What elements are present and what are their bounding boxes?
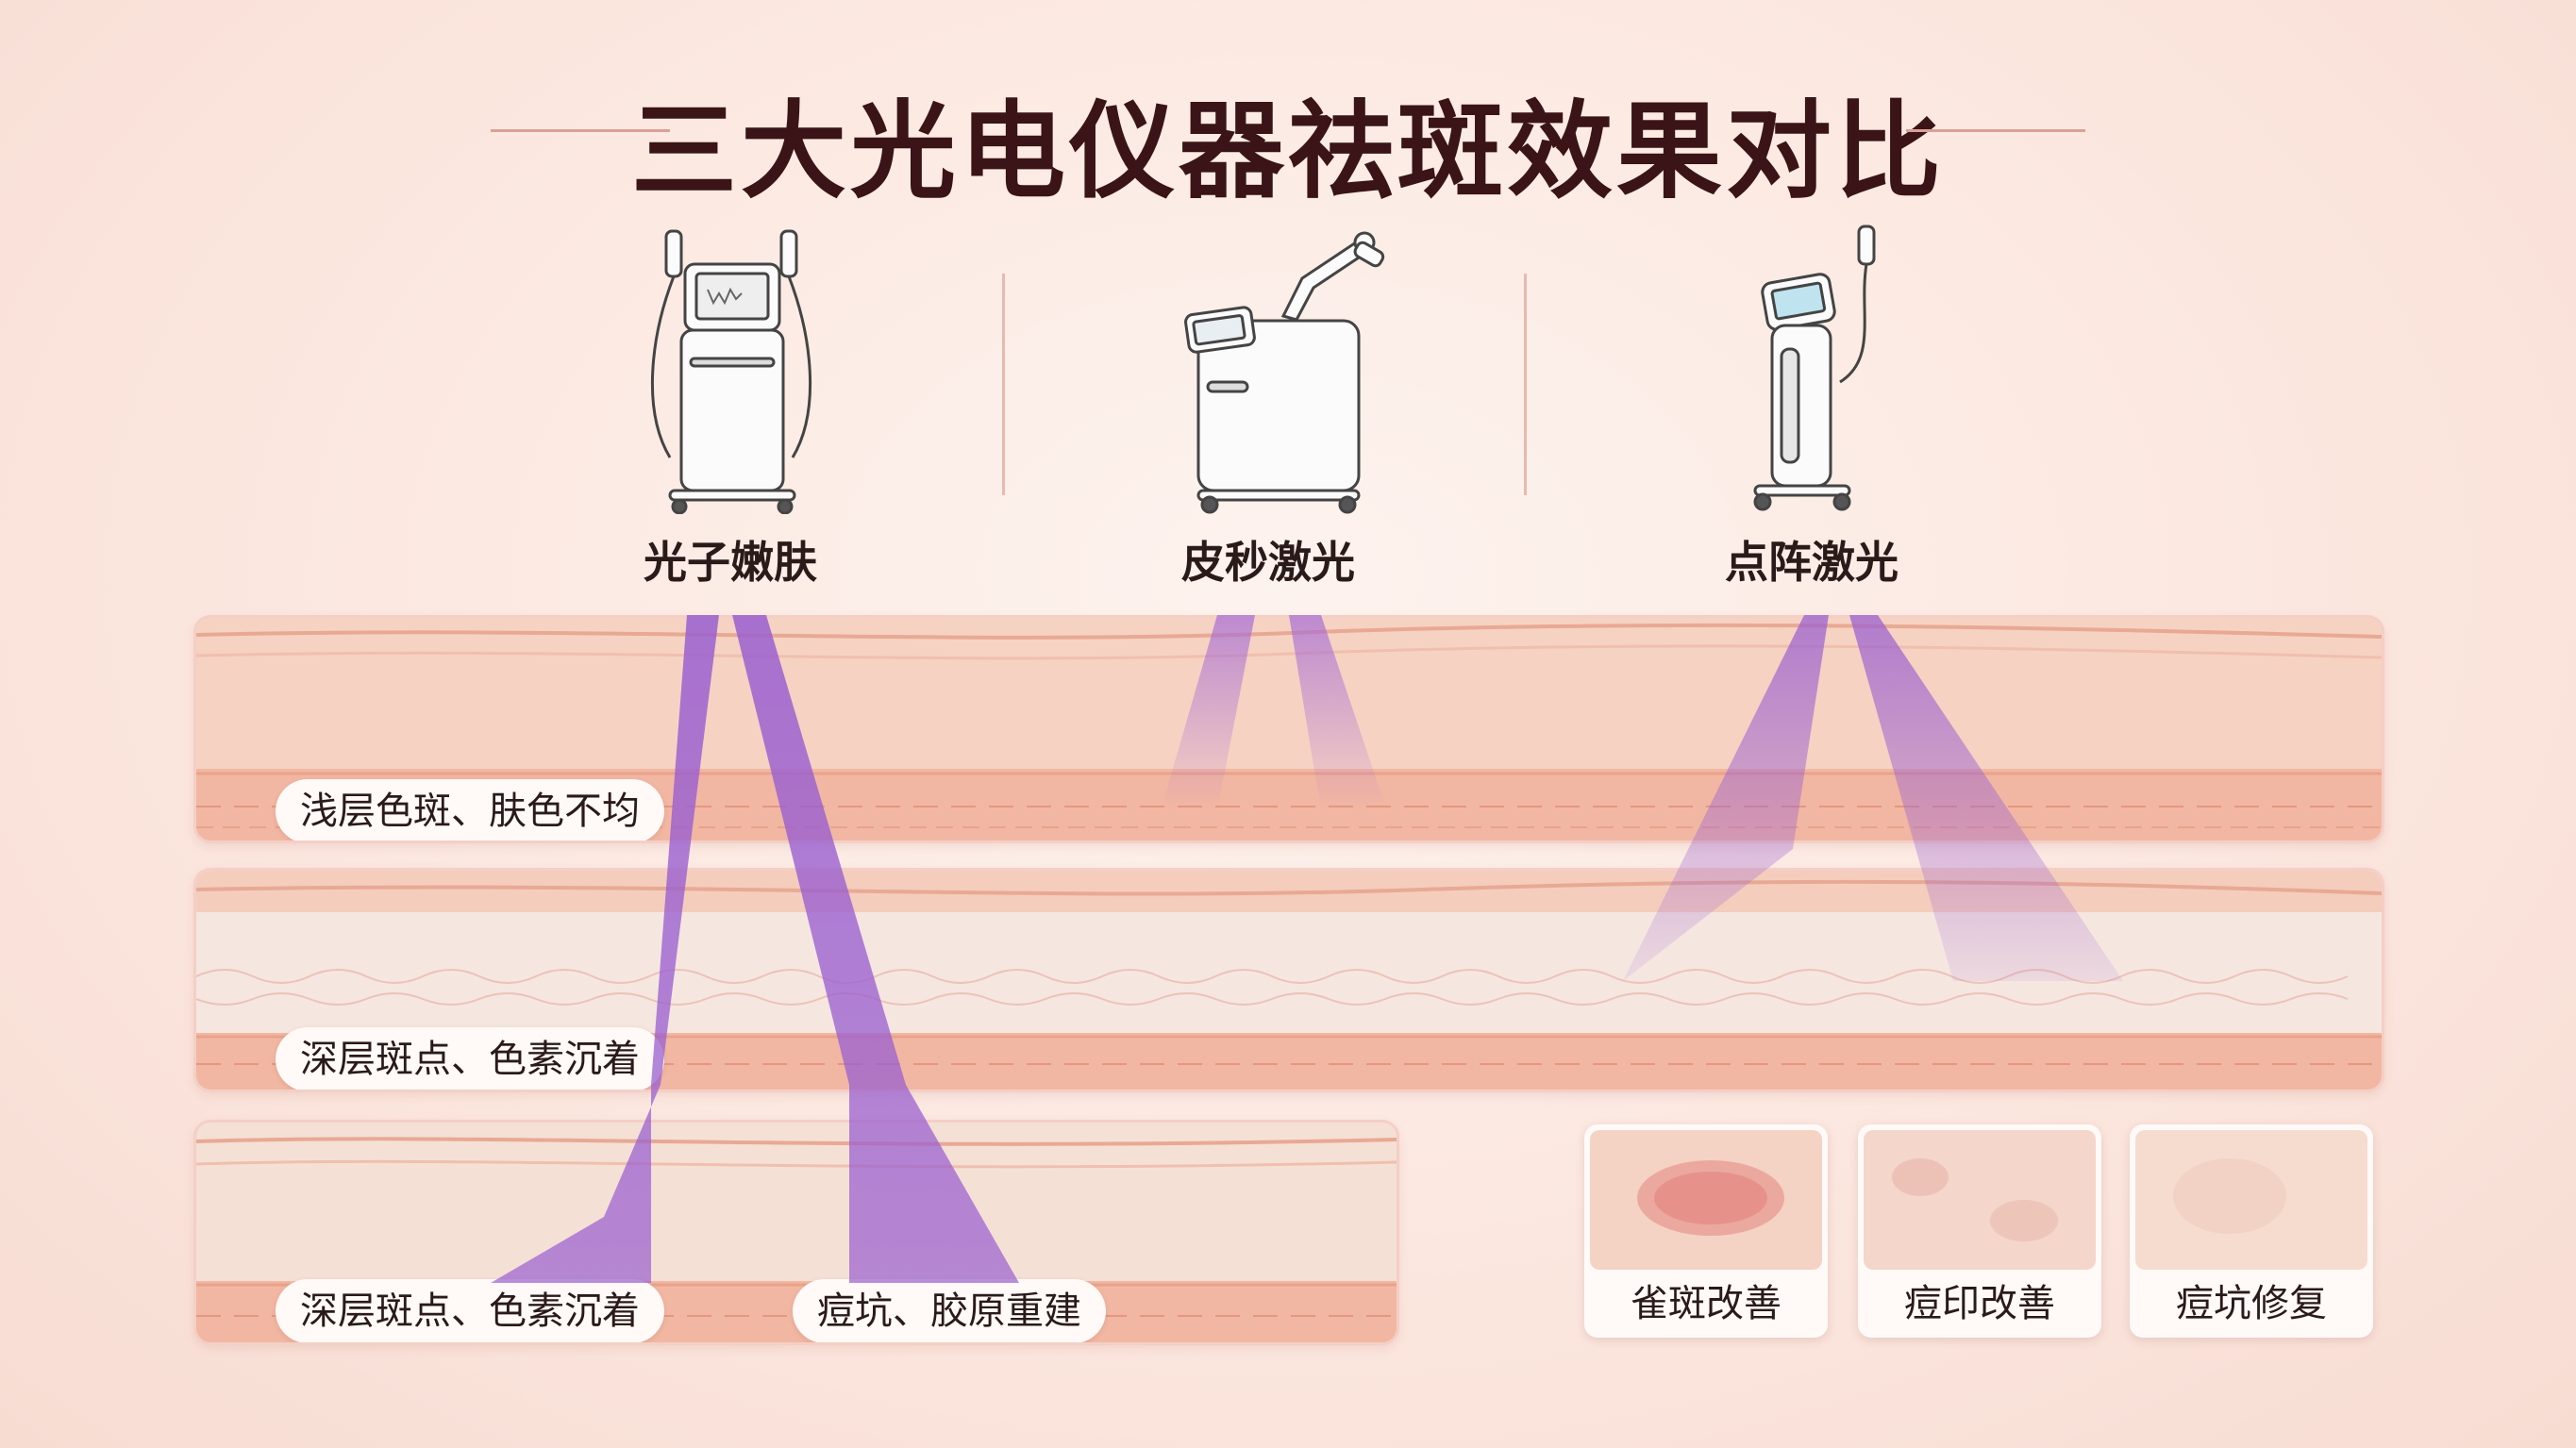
acne-scar-skin-photo <box>2135 1130 2367 1270</box>
skin-layer-superficial: 浅层色斑、肤色不均 <box>193 615 2384 843</box>
freckle-skin-photo <box>1590 1130 1822 1270</box>
title-decoration-left <box>491 129 670 132</box>
layer-label-deep: 深层斑点、色素沉着 <box>276 1027 664 1090</box>
ipl-machine-icon <box>650 229 812 514</box>
result-card-acne-scar: 痘坑修复 <box>2130 1124 2373 1338</box>
fractional-laser-machine-icon <box>1753 225 1876 511</box>
device-label-fractional: 点阵激光 <box>1725 537 1899 588</box>
result-caption-acne-scar: 痘坑修复 <box>2176 1282 2327 1325</box>
result-card-acne-mark: 痘印改善 <box>1858 1124 2101 1338</box>
result-caption-freckle: 雀斑改善 <box>1631 1282 1781 1325</box>
layer-label-superficial: 浅层色斑、肤色不均 <box>276 779 664 841</box>
result-caption-acne-mark: 痘印改善 <box>1904 1282 2055 1325</box>
page-title: 三大光电仪器祛斑效果对比 <box>631 91 1945 213</box>
device-divider-2 <box>1524 274 1527 495</box>
device-label-ipl: 光子嫩肤 <box>644 537 817 588</box>
layer-label-dermis-pigment: 深层斑点、色素沉着 <box>276 1279 664 1342</box>
skin-layer-deep: 深层斑点、色素沉着 <box>193 868 2384 1092</box>
acne-mark-skin-photo <box>1864 1130 2096 1270</box>
picosecond-laser-machine-icon <box>1184 231 1385 514</box>
result-card-freckle: 雀斑改善 <box>1584 1124 1828 1338</box>
skin-layer-dermis: 深层斑点、色素沉着 痘坑、胶原重建 <box>193 1120 1399 1345</box>
device-divider-1 <box>1002 274 1005 495</box>
layer-label-collagen: 痘坑、胶原重建 <box>793 1279 1106 1342</box>
device-label-picosecond: 皮秒激光 <box>1181 537 1355 588</box>
title-decoration-right <box>1906 129 2085 132</box>
